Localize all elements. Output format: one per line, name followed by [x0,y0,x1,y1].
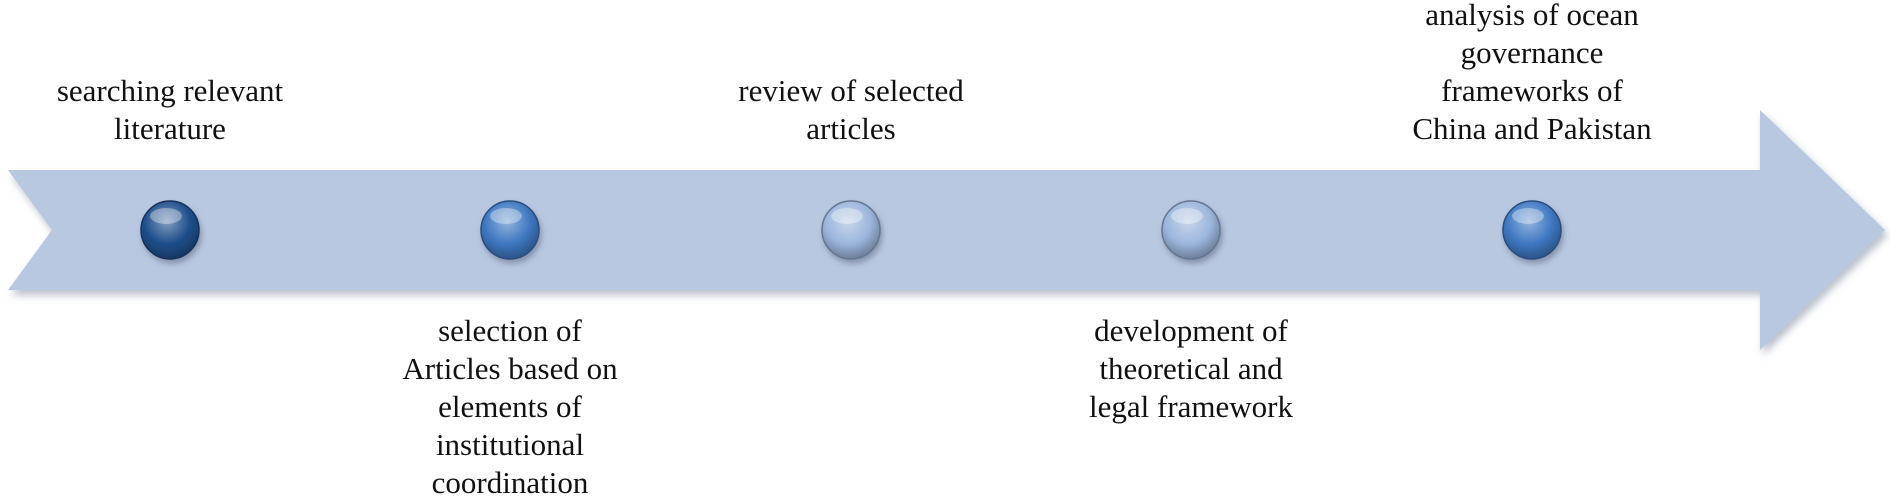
step-marker-highlight [1512,208,1544,224]
step-label-2: selection of Articles based on elements … [402,313,618,500]
step-marker-2 [480,200,540,260]
step-label-container: analysis of ocean governance frameworks … [1372,0,1692,148]
step-marker-highlight [490,208,522,224]
step-label-3: review of selected articles [738,73,964,146]
step-marker-highlight [1171,208,1203,224]
step-marker-4 [1161,200,1221,260]
step-marker-highlight [150,208,182,224]
step-label-1: searching relevant literature [56,73,284,146]
step-label-5: analysis of ocean governance frameworks … [1412,0,1652,146]
step-label-4: development of theoretical and legal fra… [1089,313,1293,424]
step-marker-1 [140,200,200,260]
step-markers [140,200,1562,260]
step-label-container: searching relevant literature [10,0,330,148]
step-marker-5 [1502,200,1562,260]
step-marker-highlight [831,208,863,224]
step-marker-3 [821,200,881,260]
timeline-arrow [8,110,1885,350]
step-label-container: review of selected articles [691,0,1011,148]
